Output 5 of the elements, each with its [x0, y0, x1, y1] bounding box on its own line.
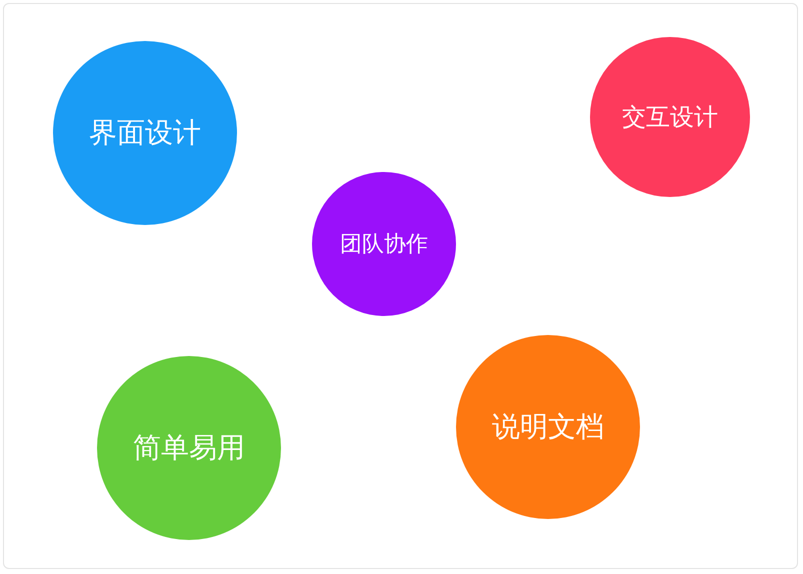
bubble-label: 简单易用	[133, 430, 245, 466]
bubble-label: 交互设计	[622, 102, 718, 133]
bubble-label: 界面设计	[89, 115, 201, 151]
bubble-label: 说明文档	[492, 409, 604, 445]
bubble-label: 团队协作	[340, 231, 428, 259]
